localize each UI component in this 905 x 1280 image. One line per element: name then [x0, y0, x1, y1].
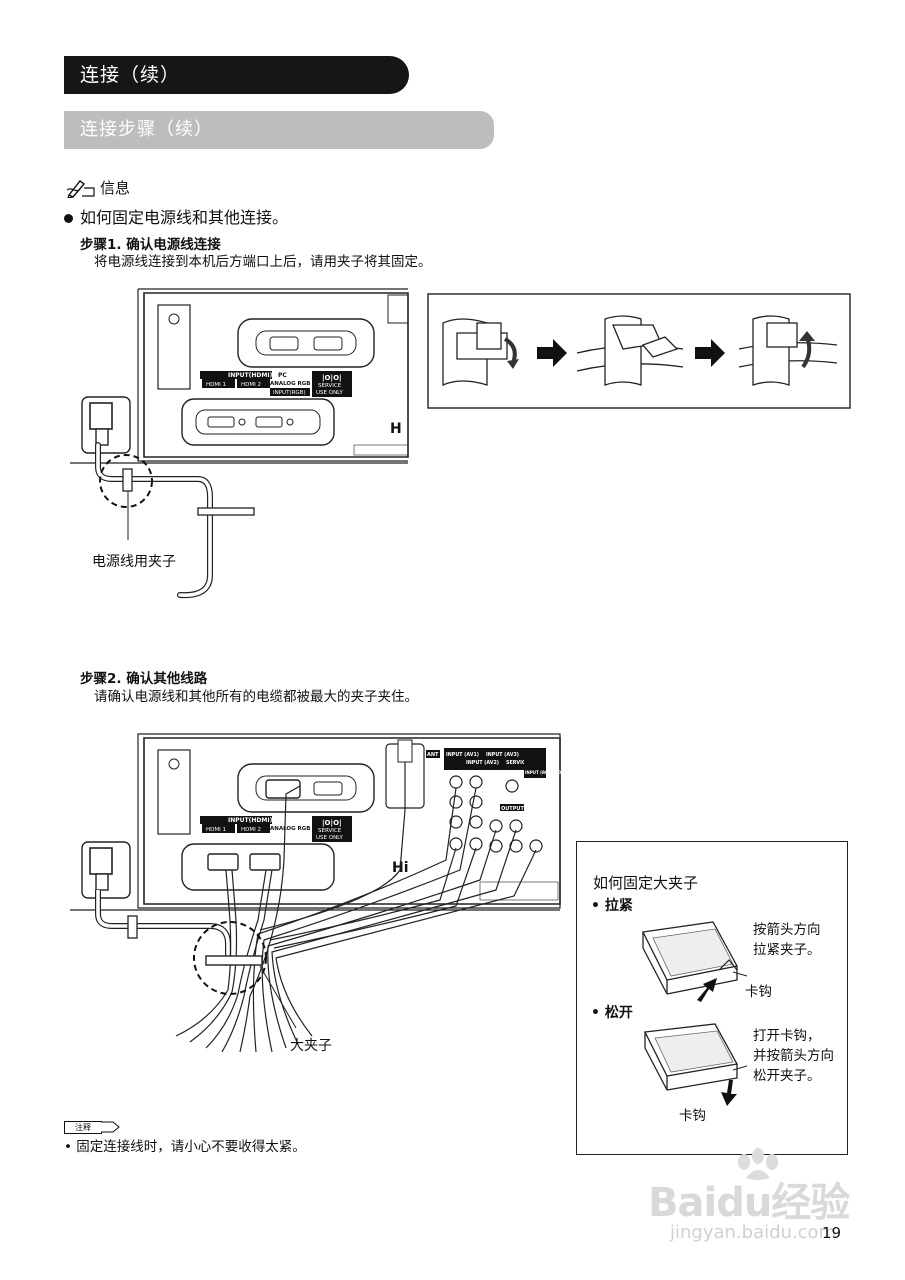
step2-service-label: SERVICE [318, 828, 342, 834]
step2-clamp-label: 大夹子 [290, 1038, 332, 1054]
clip-closed-icon [738, 315, 838, 386]
tighten-desc-line1: 按箭头方向 [753, 922, 821, 938]
baidu-paw-icon [738, 1148, 778, 1180]
bullet-text: 如何固定电源线和其他连接。 [80, 208, 289, 227]
ant-label: ANT [427, 752, 439, 758]
input-rgb-label: INPUT(RGB) [273, 390, 306, 396]
hook-label-2: 卡钩 [679, 1108, 706, 1124]
clamp-tighten-illustration [642, 921, 748, 995]
note-text: • 固定连接线时，请小心不要收得太紧。 [64, 1139, 306, 1155]
note-tag: 注释 [64, 1121, 102, 1134]
rgb-hdmi-label: INPUT (RGB/ HDMI) [525, 770, 568, 775]
step2-hdmi2-label: HDMI 2 [241, 827, 261, 833]
section-title: 连接（续） [64, 56, 409, 94]
av2-label: INPUT (AV2) [466, 760, 499, 766]
bullet-dot-icon [64, 214, 73, 223]
step2-description: 请确认电源线和其他所有的电缆都被最大的夹子夹住。 [94, 689, 418, 705]
clip-open-icon [442, 318, 519, 386]
arrow-up-right-icon [697, 978, 717, 1002]
pc-label: PC [278, 372, 287, 379]
av-service-label: SERVICE [506, 760, 529, 766]
watermark-logo: Baidu经验 [648, 1180, 850, 1226]
loosen-desc-line2: 并按箭头方向 [753, 1048, 834, 1064]
bullet-line: 如何固定电源线和其他连接。 [64, 204, 288, 228]
clip-fastening-sequence [427, 293, 851, 409]
tighten-desc-line2: 拉紧夹子。 [753, 942, 821, 958]
step2-input-hdmi-label: INPUT(HDMI) [228, 817, 273, 824]
service-use-only-label: USE ONLY [316, 390, 344, 396]
hook-label-1: 卡钩 [745, 984, 772, 1000]
step1-clamp-label: 电源线用夹子 [92, 554, 176, 570]
loosen-label: • 松开 [591, 1005, 633, 1021]
info-row: 信息 [66, 176, 130, 198]
av1-label: INPUT (AV1) [446, 752, 479, 758]
analog-rgb-label: ANALOG RGB [270, 381, 310, 387]
info-label: 信息 [100, 178, 131, 197]
large-clamp-box: 如何固定大夹子 • 拉紧 按箭头方向 拉紧夹子。 卡钩 • 松开 打开卡钩， 并… [576, 841, 848, 1155]
arrow-down-icon [721, 1080, 737, 1106]
large-clamp-box-title: 如何固定大夹子 [593, 874, 699, 892]
tighten-label: • 拉紧 [591, 898, 633, 914]
subsection-title: 连接步骤（续） [64, 111, 494, 149]
svg-text:|O|O|: |O|O| [322, 374, 342, 383]
step2-analog-rgb-label: ANALOG RGB [270, 826, 310, 832]
service-label: SERVICE [318, 383, 342, 389]
step1-rear-panel-diagram: INPUT(HDMI) HDMI 1 HDMI 2 PC ANALOG RGB … [70, 288, 409, 599]
note-arrow-icon [101, 1121, 120, 1133]
output-label: OUTPUT [501, 806, 524, 812]
svg-text:H: H [390, 421, 402, 437]
av3-label: INPUT (AV3) [486, 752, 519, 758]
loosen-desc-line3: 松开夹子。 [753, 1068, 821, 1084]
input-hdmi-label: INPUT(HDMI) [228, 372, 273, 379]
step1-description: 将电源线连接到本机后方端口上后，请用夹子将其固定。 [94, 254, 432, 270]
step2-hdmi1-label: HDMI 1 [206, 827, 226, 833]
step2-rear-panel-diagram: INPUT(HDMI) HDMI 1 HDMI 2 ANALOG RGB |O|… [70, 733, 568, 1053]
arrow-right-icon-1 [537, 339, 567, 367]
arrow-right-icon-2 [695, 339, 725, 367]
hdmi1-label: HDMI 1 [206, 382, 226, 388]
clip-wrap-icon [576, 315, 684, 386]
watermark-url: jingyan.baidu.com [670, 1222, 837, 1243]
step2-title: 步骤2. 确认其他线路 [80, 671, 208, 687]
step1-title: 步骤1. 确认电源线连接 [80, 237, 221, 253]
clamp-loosen-illustration [644, 1023, 748, 1091]
page-number: 19 [822, 1224, 842, 1242]
step2-service-use-only-label: USE ONLY [316, 835, 344, 841]
pencil-note-icon [66, 180, 95, 198]
svg-text:|O|O|: |O|O| [322, 819, 342, 828]
loosen-desc-line1: 打开卡钩， [753, 1028, 821, 1044]
hdmi2-label: HDMI 2 [241, 382, 261, 388]
